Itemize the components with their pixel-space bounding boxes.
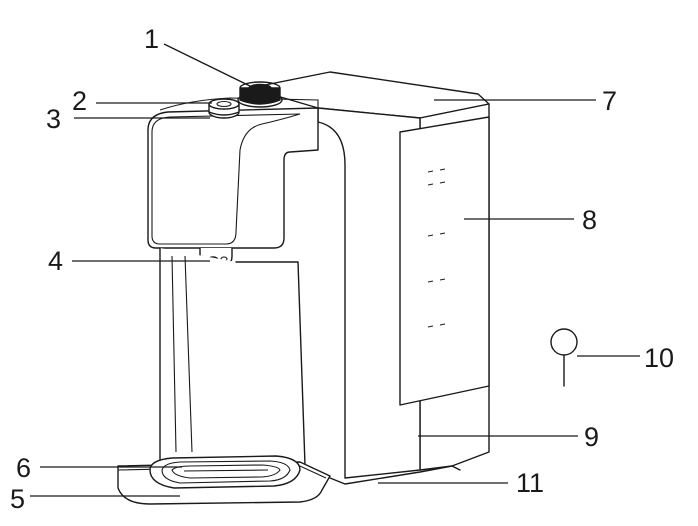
cup-recess xyxy=(159,247,306,466)
dispenser-illustration xyxy=(117,71,490,505)
dial-knob xyxy=(237,81,283,108)
callout-10: 10 xyxy=(644,343,674,373)
leader-lines xyxy=(30,43,640,497)
callout-11: 11 xyxy=(516,468,544,498)
callout-labels: 1 2 3 4 5 6 7 8 9 10 11 xyxy=(10,24,674,514)
callout-1: 1 xyxy=(144,24,159,54)
callout-4: 4 xyxy=(48,246,63,276)
water-level-window xyxy=(399,116,490,406)
head-rim xyxy=(159,97,319,111)
small-button xyxy=(208,98,240,119)
callout-6: 6 xyxy=(16,453,31,483)
base-foot xyxy=(329,465,461,485)
control-head-panel xyxy=(151,113,301,245)
drip-grate xyxy=(149,455,301,489)
callout-7: 7 xyxy=(602,86,617,116)
control-head xyxy=(147,107,319,249)
callout-9: 9 xyxy=(584,422,599,452)
front-housing xyxy=(317,107,421,479)
callout-5: 5 xyxy=(10,484,25,514)
level-marks xyxy=(427,168,446,328)
callout-8: 8 xyxy=(582,205,597,235)
callout-2: 2 xyxy=(72,86,87,116)
callout-3: 3 xyxy=(46,104,61,134)
filter-key-icon xyxy=(550,328,578,387)
recess-edge xyxy=(184,255,193,453)
leader-1 xyxy=(163,43,255,89)
recess-inner xyxy=(171,255,177,453)
